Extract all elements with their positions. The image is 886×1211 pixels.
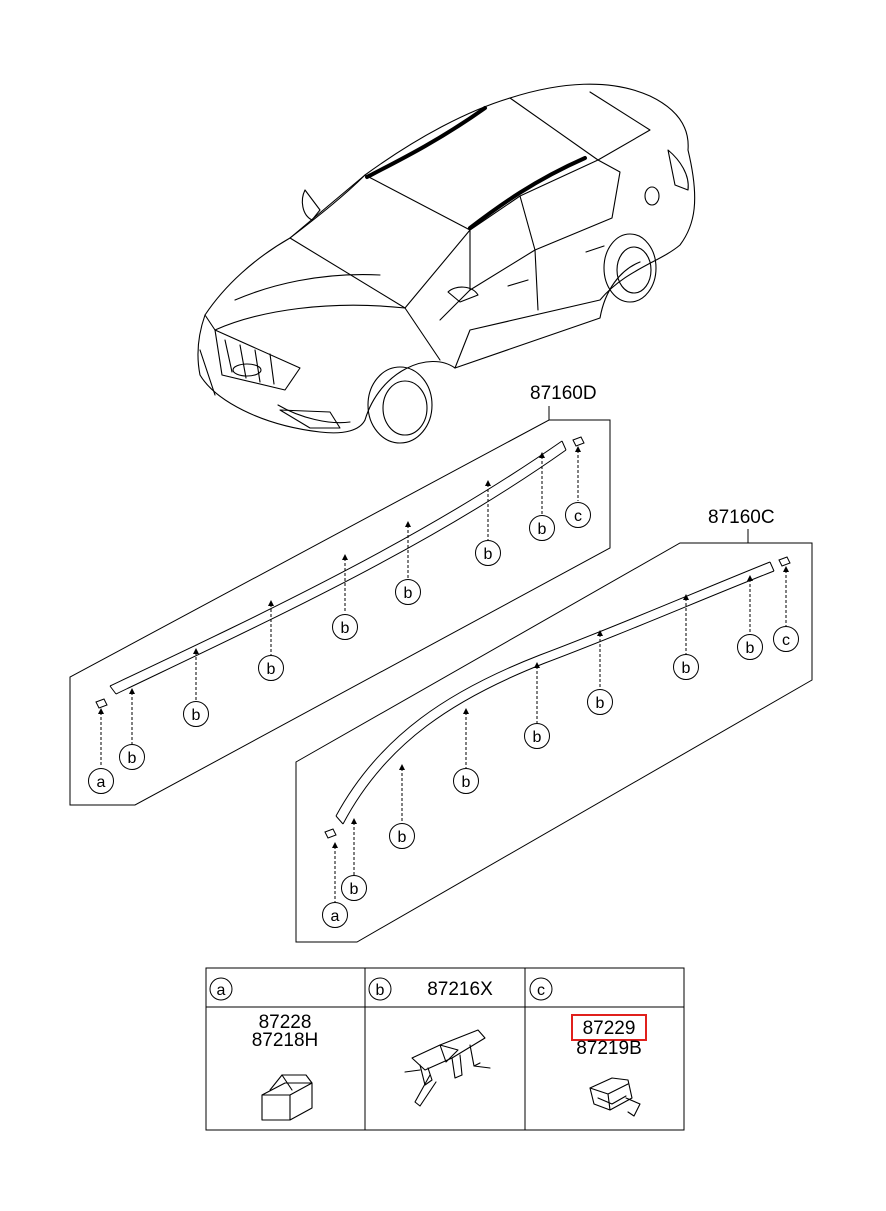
end-cap-clip-c-icon xyxy=(589,1077,641,1117)
svg-text:b: b xyxy=(404,585,413,602)
callout-bubble-c: c xyxy=(773,626,799,652)
callout-bubble-b: b xyxy=(341,875,367,901)
upper-assembly: 87160D a xyxy=(69,383,611,806)
legend-column-c: c 87229 87219B xyxy=(529,977,647,1117)
callout-bubble-b: b xyxy=(587,689,613,715)
lower-assembly-label: 87160C xyxy=(708,507,775,528)
upper-assembly-frame xyxy=(69,419,611,806)
svg-text:a: a xyxy=(217,982,226,999)
lower-assembly-frame xyxy=(295,542,813,943)
retainer-clip-b-icon xyxy=(404,1029,491,1107)
legend-column-a: a 87228 87218H xyxy=(209,977,319,1121)
svg-text:c: c xyxy=(537,982,545,999)
callout-bubble-b: b xyxy=(332,614,358,640)
callout-bubble-b: b xyxy=(475,540,501,566)
clip-a-upper-icon xyxy=(95,698,108,709)
car-illustration-icon xyxy=(197,83,696,444)
svg-text:a: a xyxy=(97,774,106,791)
legend-column-b: b 87216X xyxy=(368,977,493,1107)
svg-text:c: c xyxy=(782,632,790,649)
end-cap-clip-a-icon xyxy=(261,1074,313,1121)
header-part-number: 87216X xyxy=(427,979,493,1000)
molding-strip-upper-icon xyxy=(109,440,567,695)
svg-text:b: b xyxy=(398,829,407,846)
callout-bubble-b: b xyxy=(395,579,421,605)
callout-bubble-b: b xyxy=(524,723,550,749)
svg-text:b: b xyxy=(376,982,385,999)
clip-a-lower-icon xyxy=(324,828,337,839)
svg-text:c: c xyxy=(574,508,582,525)
svg-text:b: b xyxy=(746,640,755,657)
lower-assembly: 87160C a b xyxy=(295,507,813,943)
svg-text:b: b xyxy=(192,707,201,724)
clip-c-lower-icon xyxy=(778,556,791,567)
svg-text:b: b xyxy=(341,620,350,637)
callout-bubble-a: a xyxy=(322,902,348,928)
part-number: 87228 xyxy=(259,1012,312,1033)
legend-table: a 87228 87218H b 87216X xyxy=(205,967,685,1131)
callout-bubble-b: b xyxy=(119,744,145,770)
part-number: 87219B xyxy=(576,1038,642,1059)
svg-text:b: b xyxy=(533,729,542,746)
callout-bubble-a: a xyxy=(88,768,114,794)
callout-bubble-b: b xyxy=(258,655,284,681)
callout-bubble-b: b xyxy=(389,823,415,849)
svg-text:b: b xyxy=(128,750,137,767)
svg-text:b: b xyxy=(538,521,547,538)
svg-text:b: b xyxy=(462,774,471,791)
callout-bubble-b: b xyxy=(453,768,479,794)
svg-text:b: b xyxy=(682,660,691,677)
part-number: 87218H xyxy=(252,1030,319,1051)
callout-bubble-b: b xyxy=(183,701,209,727)
svg-text:a: a xyxy=(331,908,340,925)
svg-text:b: b xyxy=(267,661,276,678)
upper-assembly-label: 87160D xyxy=(530,383,597,404)
upper-callouts xyxy=(100,450,579,766)
callout-bubble-c: c xyxy=(565,502,591,528)
svg-text:b: b xyxy=(484,546,493,563)
highlight-box xyxy=(571,1014,647,1041)
svg-text:b: b xyxy=(596,695,605,712)
callout-bubble-b: b xyxy=(737,634,763,660)
callout-bubble-b: b xyxy=(529,515,555,541)
svg-text:b: b xyxy=(350,881,359,898)
callout-bubble-b: b xyxy=(673,654,699,680)
clip-c-upper-icon xyxy=(572,436,585,447)
part-number-highlighted: 87229 xyxy=(583,1018,636,1039)
molding-strip-lower-icon xyxy=(335,561,775,825)
